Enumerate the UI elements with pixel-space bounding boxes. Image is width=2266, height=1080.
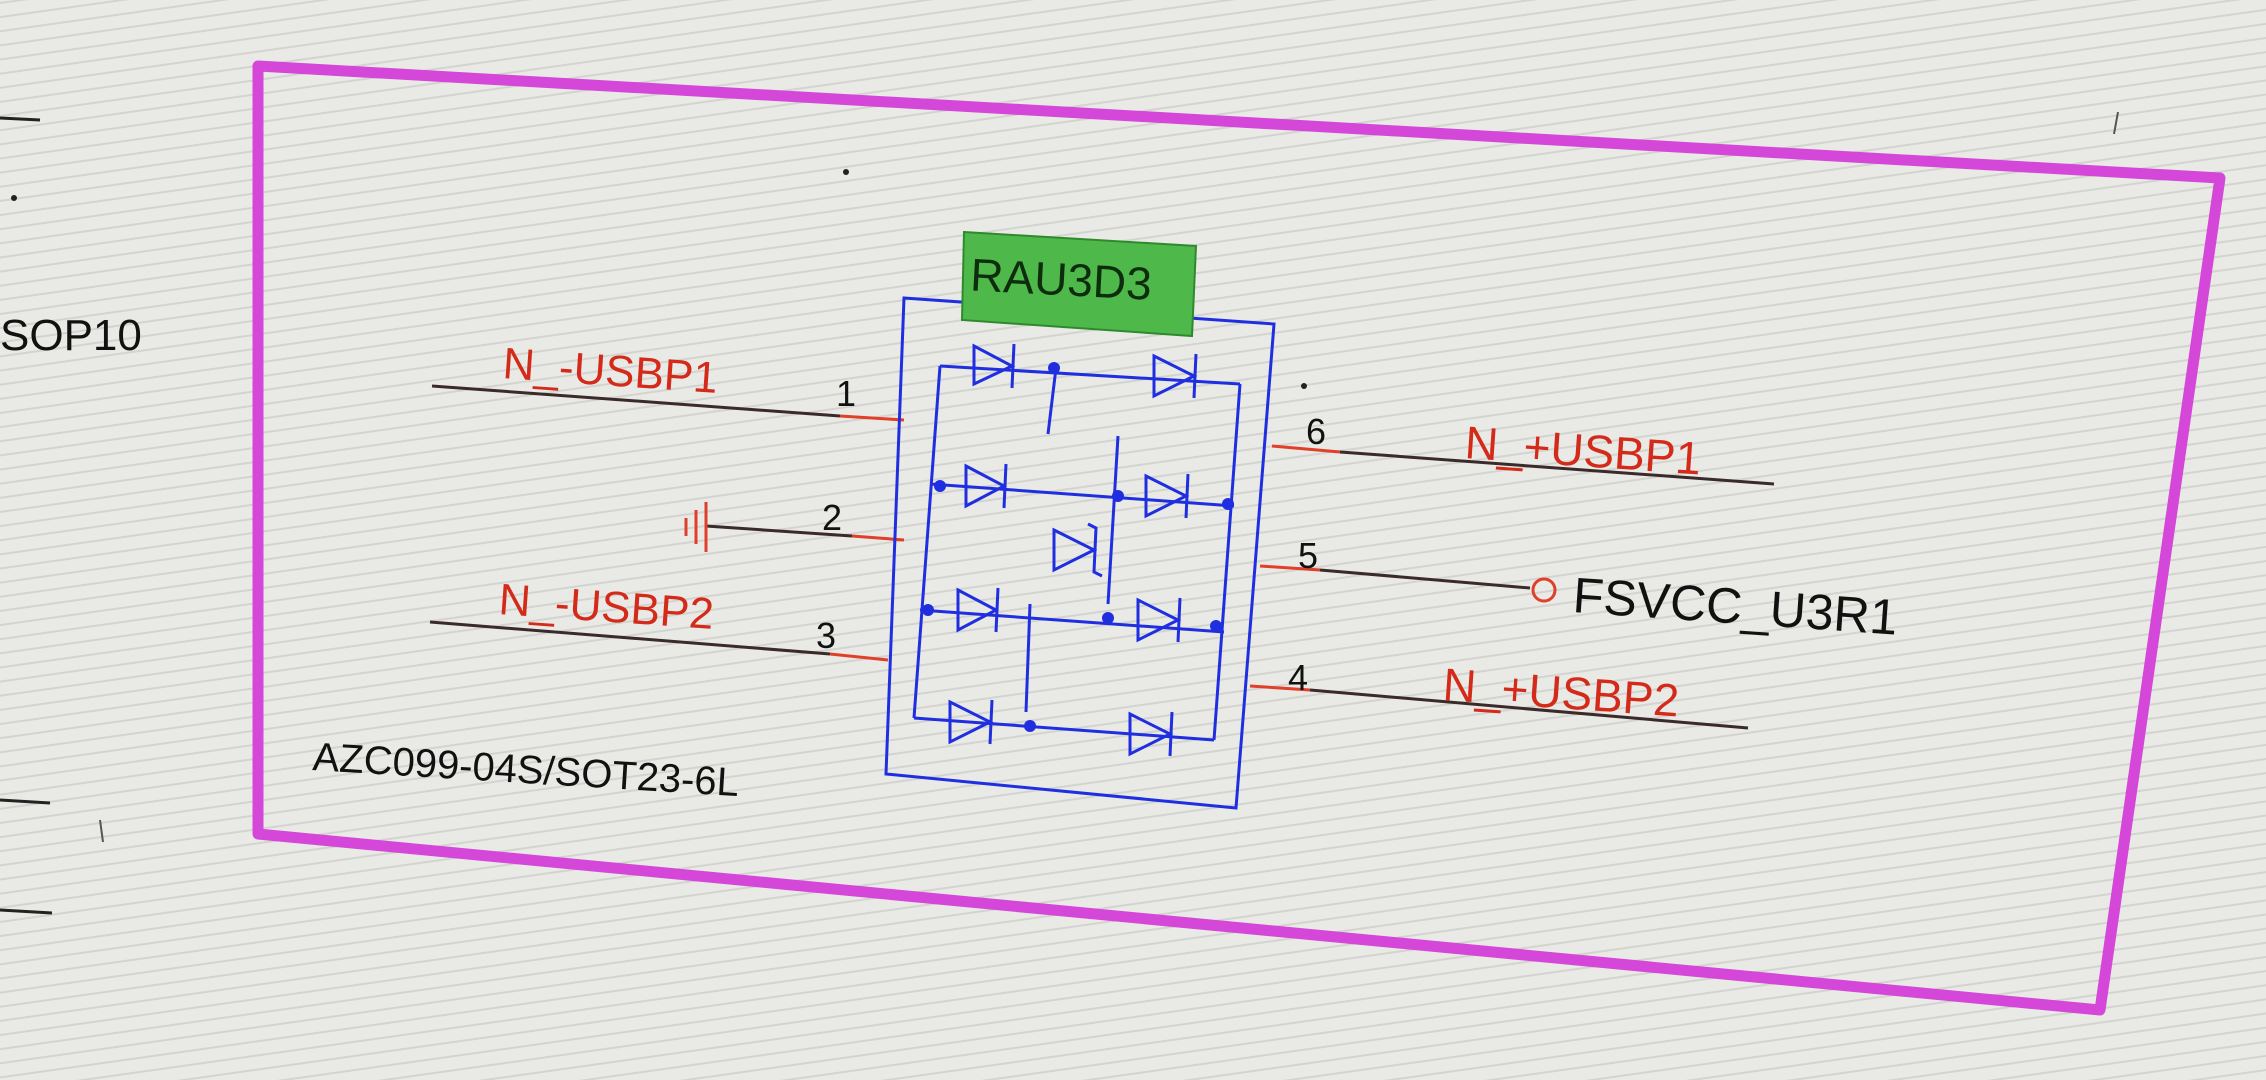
left-fragment-label: SOP10	[0, 311, 142, 360]
junction-dots	[922, 362, 1234, 732]
wire-pin-5	[1319, 568, 1531, 590]
power-port-circle-icon[interactable]	[1531, 577, 1557, 603]
wire-pin-4	[1309, 688, 1749, 730]
diode-icon	[964, 463, 1008, 509]
pin-number-3: 3	[816, 615, 836, 656]
component-frame[interactable]	[252, 60, 2226, 1016]
designator-badge[interactable]: RAU3D3	[960, 230, 1198, 338]
wire-pin-1	[431, 384, 841, 418]
pin-number-4: 4	[1288, 657, 1308, 698]
pin-numbers: 1 2 3 4 5 6	[816, 373, 1326, 698]
diode-icon	[972, 343, 1016, 389]
diode-icon	[1136, 597, 1182, 643]
wire-pin-3	[429, 620, 831, 656]
pin-number-5: 5	[1298, 535, 1318, 576]
diode-icon	[956, 587, 1000, 633]
left-edge-fragments: SOP10	[0, 111, 2119, 915]
diode-array	[948, 343, 1198, 757]
pin-number-1: 1	[836, 373, 856, 414]
internal-wiring	[912, 364, 1242, 742]
diode-icon	[1152, 353, 1198, 399]
ground-symbol-icon	[684, 502, 708, 552]
pin-number-2: 2	[822, 497, 842, 538]
zener-diode-icon	[1052, 522, 1103, 578]
designator-label: RAU3D3	[969, 248, 1153, 309]
diode-icon	[948, 699, 994, 745]
diode-icon	[1144, 473, 1190, 519]
pin-number-6: 6	[1306, 411, 1326, 452]
diode-icon	[1128, 711, 1174, 757]
wire-pin-2	[705, 524, 853, 538]
wire-pin-6	[1339, 450, 1775, 486]
wires	[429, 384, 1775, 730]
